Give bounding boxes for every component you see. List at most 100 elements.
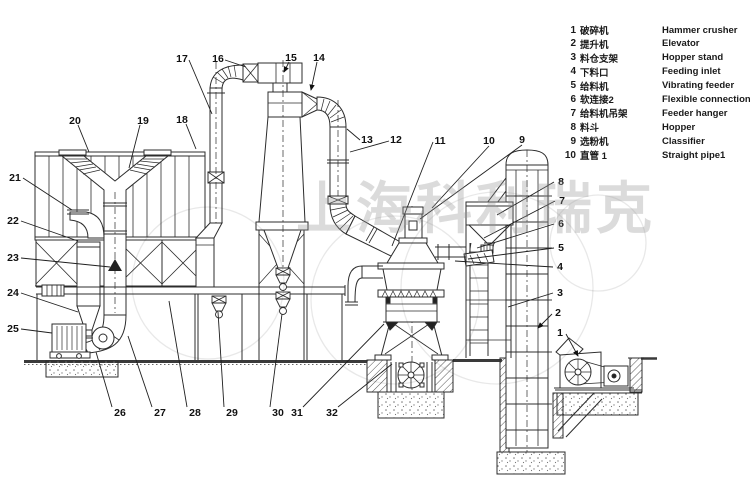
reducer: [301, 91, 318, 118]
legend: 1 破碎机 Hammer crusher 2 提升机 Elevator 3 料仓…: [560, 23, 750, 163]
legend-row: 5 给料机 Vibrating feeder: [560, 79, 748, 93]
legend-item-number: 1: [570, 24, 576, 36]
legend-row: 2 提升机 Elevator: [560, 37, 748, 51]
legend-item-number: 5: [570, 80, 576, 92]
legend-item-number: 2: [570, 38, 576, 50]
legend-item-chinese: 料斗: [580, 123, 600, 135]
bucket-elevator: [485, 149, 552, 452]
legend-row: 10 直管 1 Straight pipe1: [560, 148, 748, 163]
mill-side-elbow: [347, 265, 363, 303]
hammer-crusher: [554, 337, 634, 389]
legend-row: 1 破碎机 Hammer crusher: [560, 23, 748, 38]
callout-9: 9: [519, 134, 525, 146]
legend-item-chinese: 软连接2: [580, 95, 614, 107]
legend-row: 8 料斗 Hopper: [560, 120, 748, 135]
support-legs: [36, 230, 343, 360]
callout-17: 17: [176, 53, 188, 65]
legend-item-number: 7: [570, 107, 576, 119]
legend-item-english: Hammer crusher: [662, 24, 738, 36]
callout-16: 16: [212, 53, 224, 65]
legend-item-english: Hopper: [662, 121, 696, 133]
callout-2: 2: [555, 307, 561, 319]
elevator-foundation: [496, 451, 566, 475]
callout-10: 10: [483, 135, 495, 147]
cyclone-cone: [258, 116, 306, 223]
legend-item-number: 3: [570, 52, 576, 64]
legend-item-english: Feeding inlet: [662, 66, 721, 78]
fan-and-motor: [45, 314, 127, 378]
callout-5: 5: [558, 242, 564, 254]
callout-28: 28: [189, 407, 201, 419]
callout-1: 1: [557, 327, 563, 339]
callout-25: 25: [7, 323, 19, 335]
legend-item-english: Hopper stand: [662, 52, 724, 64]
callout-31: 31: [291, 407, 303, 419]
legend-row: 3 料仓支架 Hopper stand: [560, 51, 748, 65]
legend-item-chinese: 给料机吊架: [580, 109, 628, 121]
watermark-arcs: [131, 191, 647, 385]
flex-stripes-left: [66, 158, 101, 175]
striped-elbow-top-left: [209, 64, 244, 91]
callout-3: 3: [557, 287, 563, 299]
inclined-duct: [345, 215, 403, 258]
callout-13: 13: [361, 134, 373, 146]
callout-8: 8: [558, 176, 564, 188]
grinding-mill: [345, 206, 449, 390]
callout-19: 19: [137, 115, 149, 127]
rotary-valve-left: [211, 295, 227, 319]
legend-item-chinese: 料仓支架: [580, 53, 619, 65]
legend-item-chinese: 提升机: [580, 39, 609, 51]
callout-4: 4: [557, 261, 563, 273]
callout-11: 11: [434, 135, 445, 147]
double-valve-stack: [275, 267, 291, 315]
legend-item-number: 10: [564, 149, 576, 161]
callout-numbers: 1 2 3 4 5 6 7 8 9 10 11 12 13 14 15 16 1…: [7, 52, 565, 419]
striped-elbow-top-right: [316, 96, 347, 128]
mill-foundation-pit: [366, 359, 454, 419]
legend-item-english: Vibrating feeder: [662, 80, 735, 92]
cyclone-outlet-piping: [316, 96, 403, 258]
feeding-inlet-pipe: [435, 244, 467, 266]
legend-item-number: 6: [570, 93, 576, 105]
flex-stripes-right: [129, 158, 164, 175]
callout-21: 21: [9, 172, 21, 184]
legend-row: 6 软连接2 Flexible connection2: [560, 92, 750, 107]
collector-outlet-elbow: [67, 209, 105, 337]
callout-15: 15: [285, 52, 297, 64]
mill-chamber: [382, 268, 442, 291]
callout-32: 32: [326, 407, 338, 419]
legend-item-english: Feeder hanger: [662, 107, 728, 119]
callout-24: 24: [7, 287, 19, 299]
callout-7: 7: [559, 195, 565, 207]
silencer-box: [257, 62, 303, 84]
callout-6: 6: [558, 218, 564, 230]
elevator-discharge-chute: [485, 176, 507, 204]
callout-27: 27: [154, 407, 166, 419]
callout-23: 23: [7, 252, 19, 264]
callout-14: 14: [313, 52, 325, 64]
discharge-cone: [263, 229, 302, 269]
callout-18: 18: [176, 114, 188, 126]
callout-20: 20: [69, 115, 81, 127]
motor-foundation: [45, 360, 119, 378]
callout-29: 29: [226, 407, 238, 419]
callout-12: 12: [390, 134, 402, 146]
cyclone-collector: [255, 60, 318, 315]
callout-leaders: [20, 59, 579, 408]
legend-item-english: Flexible connection2: [662, 93, 750, 105]
callout-22: 22: [7, 215, 19, 227]
legend-item-chinese: 下料口: [580, 67, 609, 79]
hopper-and-stand: [435, 201, 514, 358]
legend-row: 4 下料口 Feeding inlet: [560, 65, 748, 79]
legend-item-chinese: 直管 1: [580, 151, 607, 163]
legend-row: 9 选粉机 Classifier: [560, 134, 748, 149]
callout-26: 26: [114, 407, 126, 419]
callout-30: 30: [272, 407, 284, 419]
legend-item-number: 8: [570, 121, 576, 133]
fan-motor: [51, 323, 87, 353]
legend-item-english: Straight pipe1: [662, 149, 726, 161]
cyclone-header: [267, 91, 303, 118]
legend-item-english: Classifier: [662, 135, 705, 147]
